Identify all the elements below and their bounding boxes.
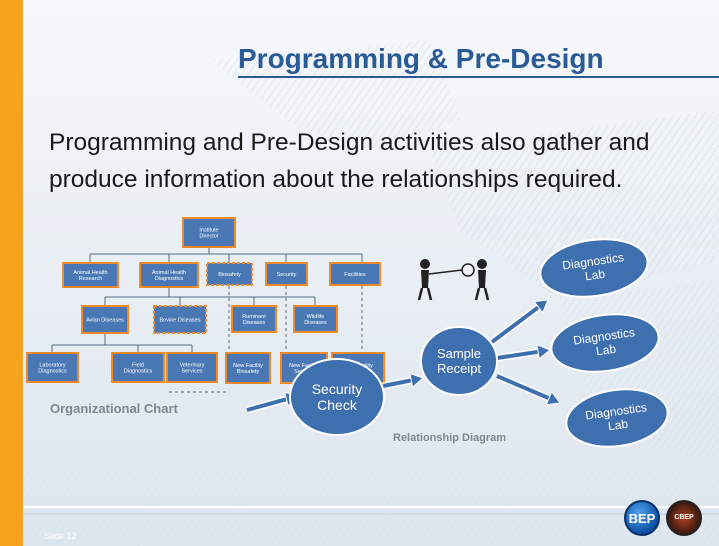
flow-node-4 <box>565 388 669 448</box>
arrow-to-security <box>246 397 287 412</box>
flow-node-1 <box>420 326 498 396</box>
org-box-level3-label: Bovine Diseases <box>160 317 201 323</box>
org-box-level4 <box>26 352 79 383</box>
org-box-level3 <box>153 305 207 334</box>
arrow-to-lab-bottom <box>496 374 550 401</box>
person-icon-right-head <box>477 259 487 269</box>
person-icon-left-leg <box>426 287 433 301</box>
person-icon-right-leg <box>474 287 481 301</box>
org-box-level2-label: Security <box>277 272 297 278</box>
org-box-level2-label: Facilities <box>344 272 366 278</box>
bep-logo: BEP <box>624 500 660 536</box>
org-box-level2-label: Biosafety <box>218 272 241 278</box>
person-icon-left-head <box>420 259 430 269</box>
arrow-to-receipt-head <box>409 372 424 389</box>
org-box-level4 <box>225 352 271 384</box>
slide-title: Programming & Pre-Design <box>238 43 604 74</box>
flow-node-0 <box>289 358 385 436</box>
org-box-level4 <box>166 352 218 383</box>
org-box-level2 <box>329 262 381 286</box>
org-box-level2 <box>139 262 199 288</box>
org-box-level3 <box>293 305 338 333</box>
person-icon-right-leg <box>483 287 490 301</box>
person-icon-left-body <box>421 270 429 288</box>
org-box-level2 <box>265 262 308 286</box>
arrow-to-lab-middle <box>496 349 539 360</box>
arrow-to-lab-top-head <box>533 299 549 314</box>
cbep-logo: CBEP <box>666 500 702 536</box>
magnifier-icon-handle <box>428 269 463 275</box>
arrow-to-receipt <box>382 378 412 388</box>
org-box-level3-label: Avian Diseases <box>86 317 124 323</box>
arrow-to-lab-middle-head <box>536 344 551 360</box>
slide-number: Slide 12 <box>44 531 77 541</box>
person-icon-left-leg <box>417 287 424 301</box>
org-box-level2 <box>206 262 253 286</box>
flow-node-2 <box>539 238 649 298</box>
accent-bar <box>0 0 23 546</box>
org-box-root <box>182 217 236 248</box>
org-box-level4 <box>111 352 165 383</box>
arrow-to-lab-top <box>490 305 540 344</box>
title-underline <box>238 76 719 78</box>
org-box-level2 <box>62 262 119 288</box>
person-icon-right-body <box>478 270 486 288</box>
org-box-level3 <box>81 305 129 334</box>
bep-logo-text: BEP <box>628 511 656 526</box>
cbep-logo-text: CBEP <box>674 514 694 521</box>
org-box-level3 <box>231 305 277 333</box>
arrow-to-lab-bottom-head <box>545 390 561 406</box>
org-chart-caption: Organizational Chart <box>50 401 178 416</box>
flow-node-3 <box>550 313 660 373</box>
magnifier-icon <box>461 263 475 277</box>
slide-body-text: Programming and Pre-Design activities al… <box>49 129 650 193</box>
relationship-diagram-caption: Relationship Diagram <box>393 432 507 444</box>
